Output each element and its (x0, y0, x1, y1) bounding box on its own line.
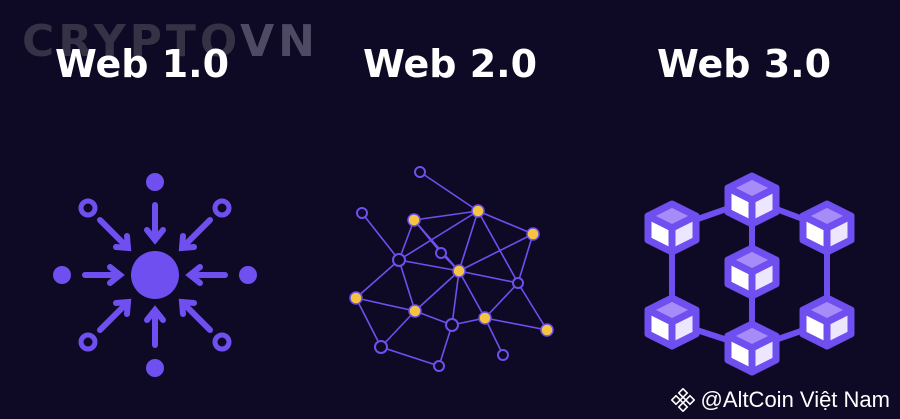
arrow-top-right (183, 217, 213, 247)
client-node-bottom-left (78, 332, 98, 352)
network-node (392, 253, 406, 267)
arrowhead-right (185, 264, 203, 286)
network-node (445, 318, 459, 332)
network-node-active (540, 323, 554, 337)
web3-title: Web 3.0 (656, 42, 832, 86)
credit-label: @AltCoin Việt Nam (670, 387, 890, 413)
network-node (433, 360, 445, 372)
block-cube (799, 200, 855, 256)
network-node (374, 340, 388, 354)
arrowhead-bottom-left (113, 298, 132, 317)
arrowhead-bottom (144, 305, 166, 323)
web2-nodes (349, 166, 554, 372)
block-cube (724, 320, 780, 376)
client-node-left (53, 266, 71, 284)
web3-blockchain-diagram (644, 172, 855, 376)
network-node-active (478, 311, 492, 325)
web2-title: Web 2.0 (362, 42, 538, 86)
arrow-top-left (97, 217, 127, 247)
arrow-bottom-right (183, 303, 213, 333)
arrowhead-top-left (113, 233, 132, 252)
network-node (414, 166, 426, 178)
arrow-bottom-left (97, 303, 127, 333)
network-node-active (471, 204, 485, 218)
network-node-active (407, 213, 421, 227)
block-cube (799, 294, 855, 350)
block-cube (644, 200, 700, 256)
client-node-top-left (78, 198, 98, 218)
client-node-bottom (146, 359, 164, 377)
network-node-active (408, 304, 422, 318)
network-node (356, 207, 368, 219)
network-node-active (349, 291, 363, 305)
central-server-node (131, 251, 179, 299)
binance-logo-icon (670, 388, 695, 412)
client-node-bottom-right (212, 332, 232, 352)
arrowhead-bottom-right (178, 298, 197, 317)
block-cube (644, 294, 700, 350)
web1-centralized-diagram (53, 173, 257, 377)
network-node (435, 247, 447, 259)
arrowhead-top-right (178, 233, 197, 252)
client-node-right (239, 266, 257, 284)
network-node-active (452, 264, 466, 278)
arrowhead-top (144, 227, 166, 245)
arrowhead-left (107, 264, 125, 286)
network-node (497, 349, 509, 361)
client-node-top-right (212, 198, 232, 218)
watermark-logo: CRYPTOVN (22, 16, 320, 67)
web2-network-diagram (355, 171, 548, 367)
block-cube (724, 244, 780, 300)
network-node-active (526, 227, 540, 241)
client-node-top (146, 173, 164, 191)
web1-title: Web 1.0 (54, 42, 230, 86)
block-cube (724, 172, 780, 228)
credit-text: @AltCoin Việt Nam (700, 387, 890, 412)
network-node (512, 277, 524, 289)
